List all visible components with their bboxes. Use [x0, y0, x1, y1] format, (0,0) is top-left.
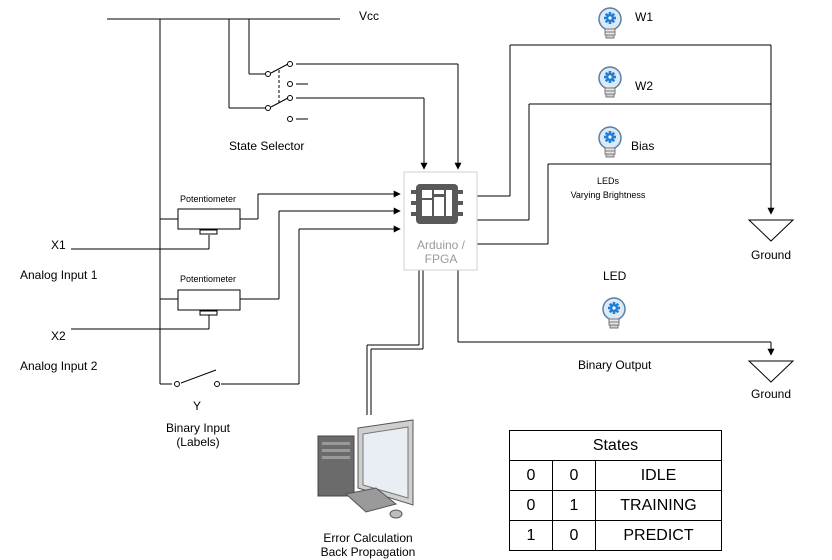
binary-output-label: Binary Output [578, 358, 652, 372]
leds-line1: LEDs [596, 176, 619, 186]
switch-contacts [174, 61, 293, 387]
error-line2: Back Propagation [320, 545, 416, 559]
w1-led-icon [598, 7, 622, 39]
state-bit-2: 0 [552, 460, 596, 491]
arduino-line1: Arduino / [416, 238, 466, 252]
binary-input-line2: (Labels) [176, 435, 220, 449]
ground-1-label: Ground [751, 248, 792, 262]
w2-led-icon [598, 66, 622, 98]
state-name: IDLE [595, 460, 722, 491]
binary-input-line1: Binary Input [165, 421, 231, 435]
computer-icon [317, 419, 414, 519]
binary-input-label: Binary Input (Labels) [148, 421, 248, 449]
state-bit-1: 0 [509, 490, 553, 521]
state-bit-1: 0 [509, 460, 553, 491]
error-line1: Error Calculation [323, 531, 413, 545]
error-calculation-label: Error Calculation Back Propagation [308, 531, 428, 559]
analog-input-2-label: Analog Input 2 [20, 359, 98, 373]
bias-label: Bias [631, 139, 655, 153]
y-label: Y [193, 399, 202, 413]
arduino-fpga-block [403, 171, 478, 271]
arduino-label: Arduino / FPGA [405, 238, 477, 266]
wires [71, 18, 795, 415]
state-bit-2: 1 [552, 490, 596, 521]
arduino-line2: FPGA [424, 252, 458, 266]
w1-label: W1 [635, 10, 653, 24]
vcc-label: Vcc [359, 9, 380, 23]
x1-label: X1 [51, 238, 66, 252]
table-row: 1 0 PREDICT [509, 520, 722, 551]
table-row: 0 0 IDLE [509, 460, 722, 491]
potentiometer-1-label: Potentiometer [180, 194, 237, 204]
state-selector-label: State Selector [229, 139, 305, 153]
table-row: 0 1 TRAINING [509, 490, 722, 521]
output-led-icon [602, 297, 626, 329]
led-label: LED [603, 269, 627, 283]
state-name: PREDICT [595, 520, 722, 551]
potentiometer-2-symbol [177, 289, 241, 316]
x2-label: X2 [51, 329, 66, 343]
state-name: TRAINING [595, 490, 722, 521]
potentiometer-1-symbol [177, 208, 241, 235]
states-table-title: States [509, 430, 722, 461]
states-table: States 0 0 IDLE 0 1 TRAINING 1 0 PREDICT [509, 430, 722, 551]
arduino-chip-icon [411, 184, 463, 224]
analog-input-1-label: Analog Input 1 [20, 268, 98, 282]
bias-led-icon [598, 126, 622, 158]
state-bit-1: 1 [509, 520, 553, 551]
ground-2-label: Ground [751, 387, 792, 401]
state-bit-2: 0 [552, 520, 596, 551]
leds-line2: Varying Brightness [570, 190, 646, 200]
w2-label: W2 [635, 79, 653, 93]
potentiometer-2-label: Potentiometer [180, 274, 237, 284]
leds-label: LEDs Varying Brightness [558, 174, 658, 202]
